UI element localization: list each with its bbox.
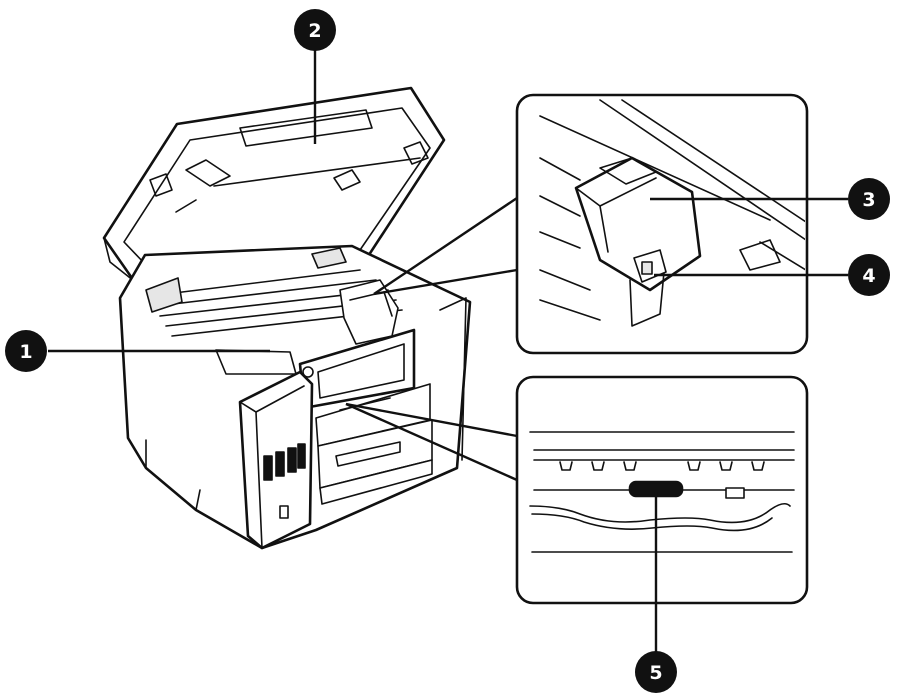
callout-number-1: 1 [19, 341, 32, 363]
callout-badge-2: 2 [294, 9, 336, 51]
callout-badge-5: 5 [635, 651, 677, 693]
callout-leaders [48, 50, 848, 656]
callout-number-4: 4 [862, 265, 875, 287]
callout-badge-4: 4 [848, 254, 890, 296]
callout-badge-3: 3 [848, 178, 890, 220]
detail-panel-paper-path [515, 375, 809, 605]
callout-badge-1: 1 [5, 330, 47, 372]
printer-body [118, 244, 472, 550]
detail-panel-print-head [515, 93, 809, 355]
callout-number-2: 2 [308, 20, 321, 42]
callout-number-5: 5 [649, 662, 662, 684]
zoom-lines [345, 197, 518, 482]
printer-illustration [102, 86, 472, 550]
callout-number-3: 3 [862, 189, 875, 211]
